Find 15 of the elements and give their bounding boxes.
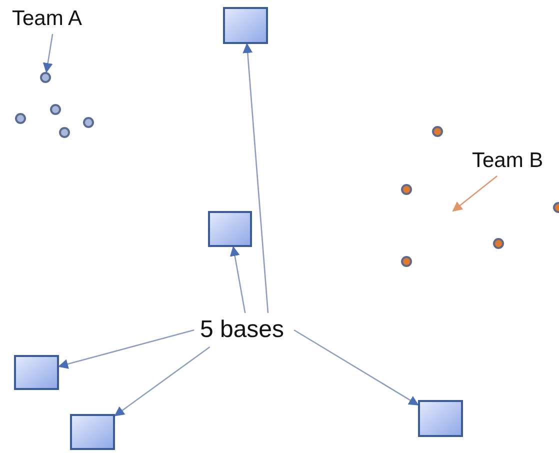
base-square [14, 355, 59, 390]
arrow [242, 43, 269, 314]
text-label: 5 bases [190, 313, 294, 347]
text-label: Team A [12, 4, 98, 34]
arrow [452, 176, 498, 212]
arrow [42, 34, 54, 73]
base-square [418, 400, 463, 437]
base-square [70, 414, 115, 450]
arrow [58, 329, 194, 369]
base-square [208, 211, 252, 247]
text-label: Team B [472, 146, 559, 176]
arrow [294, 329, 419, 406]
arrow [114, 346, 210, 416]
base-square [223, 7, 268, 44]
arrow [230, 246, 246, 314]
